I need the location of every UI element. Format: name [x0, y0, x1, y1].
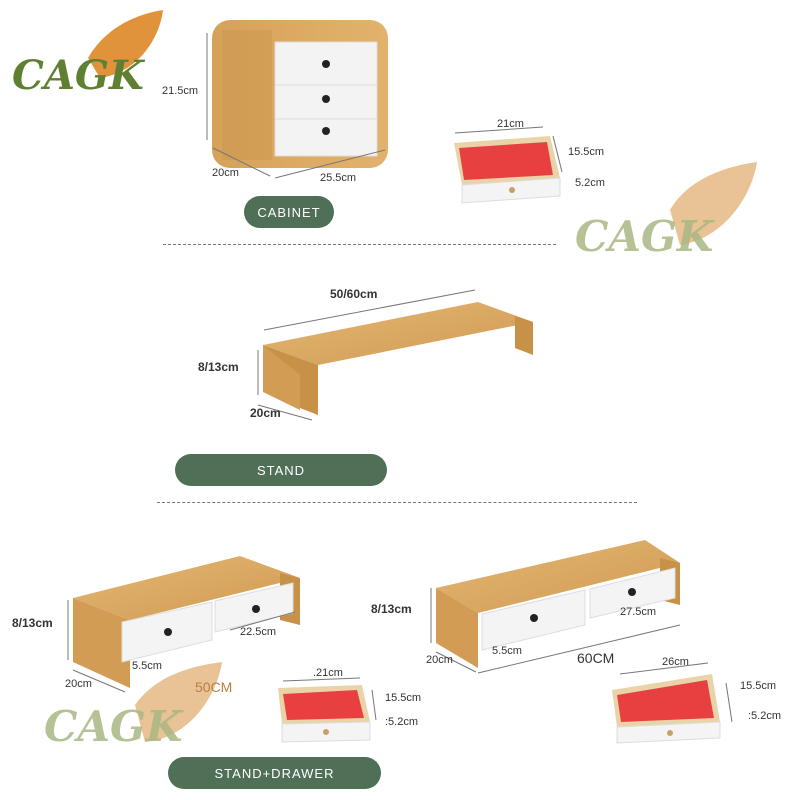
- stand-height-label: 8/13cm: [198, 360, 239, 374]
- drawer-60-illustration: [612, 662, 733, 744]
- cabinet-drawer-width-label: 21cm: [497, 118, 524, 130]
- stand-drawer-60-drawer-width-label: 27.5cm: [620, 606, 657, 618]
- drawer-50-depth-label: 15.5cm: [385, 692, 422, 704]
- stand-drawer-60-depth-label: 20cm: [426, 654, 453, 666]
- stand-drawer-60-size-label: 60CM: [577, 650, 615, 666]
- stand-drawer-badge: STAND+DRAWER: [168, 757, 381, 789]
- stand-drawer-60-illustration: [430, 540, 681, 674]
- stand-width-label: 50/60cm: [330, 287, 378, 301]
- drawer-60-depth-label: 15.5cm: [740, 680, 777, 692]
- logo-leaf-3: [135, 662, 222, 742]
- stand-illustration: [257, 289, 533, 421]
- drawer-60-width-label: 26cm: [662, 656, 689, 668]
- stand-drawer-50-height-label: 8/13cm: [12, 616, 53, 630]
- logo-leaf-1: [88, 10, 163, 78]
- logo-text-watermark: CAGK: [44, 702, 183, 751]
- drawer-50-illustration: [278, 677, 377, 743]
- stand-drawer-60-gap-label: 5.5cm: [492, 645, 522, 657]
- cabinet-illustration: [206, 20, 388, 179]
- cabinet-drawer-illustration: [454, 126, 563, 204]
- drawer-50-width-label: .21cm: [313, 667, 343, 679]
- cabinet-height-label: 21.5cm: [162, 85, 199, 97]
- logo-text: CAGK: [12, 52, 144, 99]
- section-divider: [157, 502, 637, 503]
- section-divider: [163, 244, 556, 245]
- stand-drawer-50-gap-label: 5.5cm: [132, 660, 162, 672]
- stand-drawer-50-size-label: 50CM: [195, 679, 233, 695]
- stand-badge: STAND: [175, 454, 387, 486]
- drawer-60-height-label: :5.2cm: [748, 710, 782, 722]
- cabinet-badge: CABINET: [244, 196, 334, 228]
- drawer-50-height-label: :5.2cm: [385, 716, 419, 728]
- cabinet-width-label: 25.5cm: [320, 172, 357, 184]
- stand-depth-label: 20cm: [250, 406, 281, 420]
- cabinet-drawer-depth-label: 15.5cm: [568, 146, 605, 158]
- stand-drawer-50-drawer-width-label: 22.5cm: [240, 626, 277, 638]
- stand-drawer-50-depth-label: 20cm: [65, 678, 92, 690]
- cabinet-depth-label: 20cm: [212, 167, 239, 179]
- cabinet-drawer-height-label: 5.2cm: [575, 177, 605, 189]
- stand-drawer-60-height-label: 8/13cm: [371, 602, 412, 616]
- stand-drawer-50-illustration: [67, 556, 300, 693]
- logo-leaf-2: [670, 162, 757, 245]
- logo-text-watermark: CAGK: [575, 212, 714, 261]
